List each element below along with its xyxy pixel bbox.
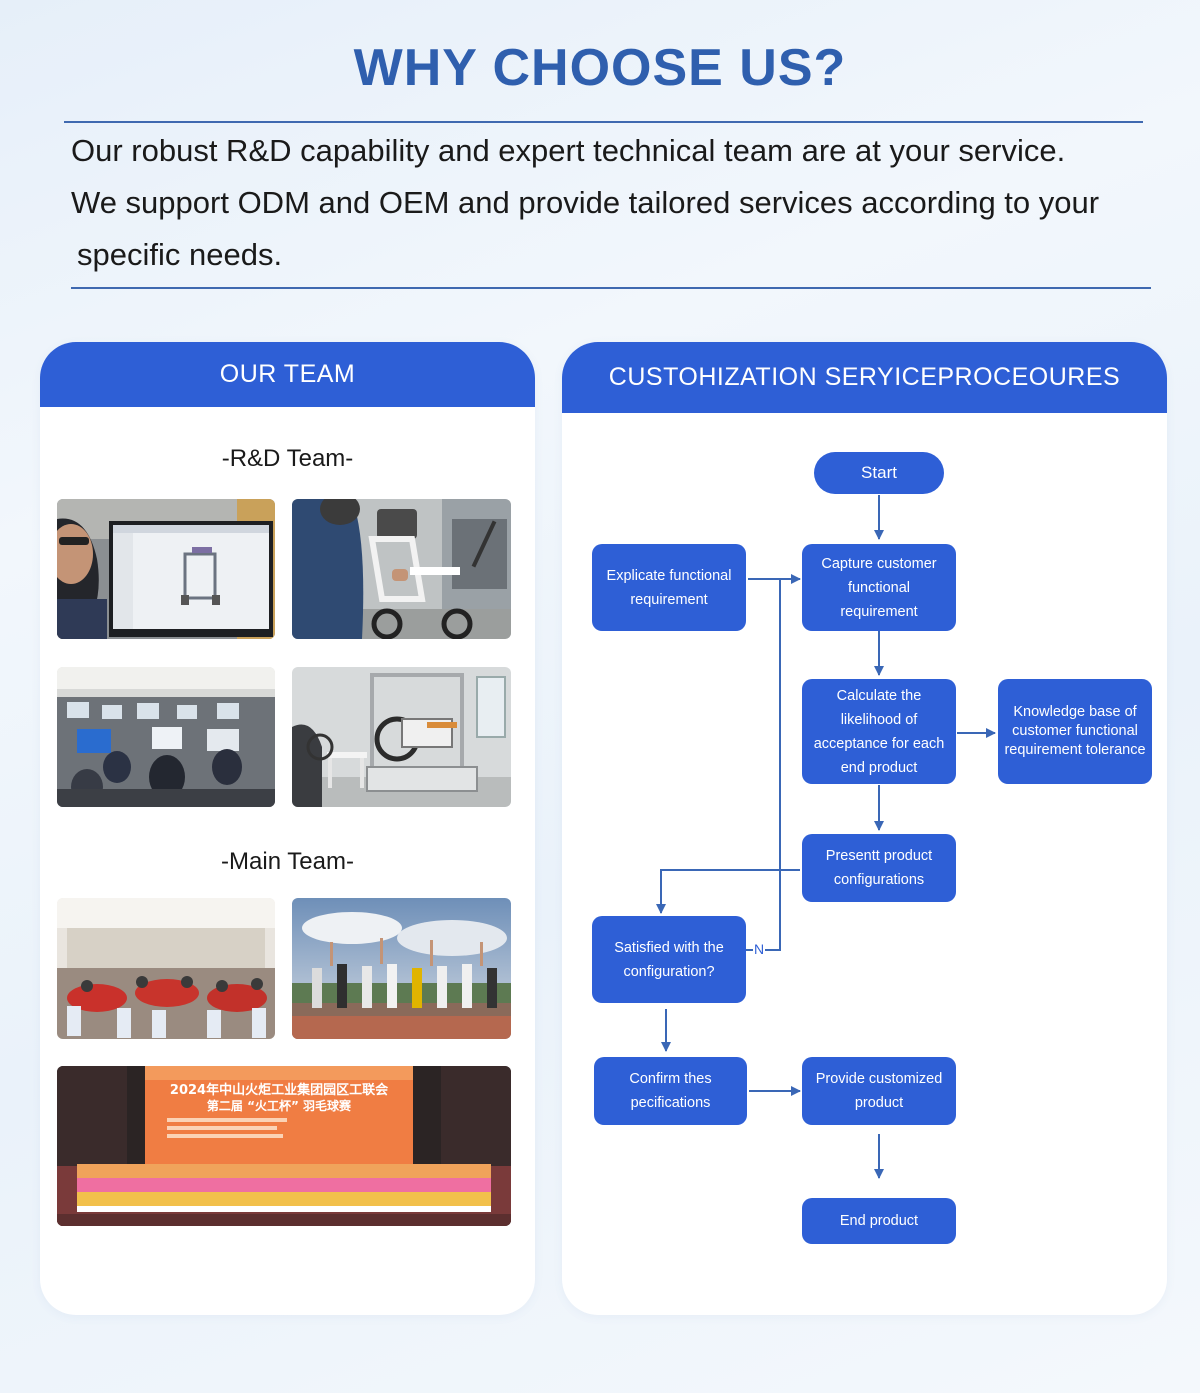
banner-title-line-1: 2024年中山火炬工业集团园区工联会 xyxy=(170,1082,389,1098)
bottom-divider xyxy=(71,287,1151,289)
main-photo-outdoor xyxy=(292,898,511,1039)
flow-node-knowledge: Knowledge base of customer functional re… xyxy=(998,679,1152,784)
customization-panel: CUSTOHIZATION SERYICEPROCEOURES N Start … xyxy=(562,342,1167,1315)
flow-node-capture: Capture customer functional requirement xyxy=(802,544,956,631)
intro-line-1: Our robust R&D capability and expert tec… xyxy=(71,133,1066,168)
flow-node-end: End product xyxy=(802,1198,956,1244)
flow-node-start: Start xyxy=(814,452,944,494)
flow-node-satisfied: Satisfied with the configuration? xyxy=(592,916,746,1003)
main-team-label: -Main Team- xyxy=(221,848,354,875)
flowchart-connectors xyxy=(656,495,996,1179)
main-photo-banquet xyxy=(57,898,275,1039)
no-branch-label: N xyxy=(753,941,766,957)
flow-node-explicate: Explicate functional requirement xyxy=(592,544,746,631)
rd-team-label: -R&D Team- xyxy=(221,445,354,472)
main-photo-group-event: 2024年中山火炬工业集团园区工联会 第二届 “火工杯” 羽毛球赛 xyxy=(57,1066,511,1226)
intro-line-3: specific needs. xyxy=(77,237,283,272)
flow-node-present: Presentt product configurations xyxy=(802,834,956,902)
customization-header: CUSTOHIZATION SERYICEPROCEOURES xyxy=(562,342,1167,413)
intro-line-2: We support ODM and OEM and provide tailo… xyxy=(71,185,1100,220)
rd-photo-office-room xyxy=(57,667,275,807)
flow-node-provide: Provide customized product xyxy=(802,1057,956,1125)
rd-photo-test-lab xyxy=(292,667,511,807)
rd-photo-cad-workstation xyxy=(57,499,275,639)
our-team-panel: OUR TEAM -R&D Team- xyxy=(40,342,535,1315)
our-team-header: OUR TEAM xyxy=(40,342,535,407)
flow-node-calculate: Calculate the likelihood of acceptance f… xyxy=(802,679,956,784)
top-divider xyxy=(64,121,1143,123)
flow-node-confirm: Confirm thes pecifications xyxy=(594,1057,747,1125)
banner-title-line-2: 第二届 “火工杯” 羽毛球赛 xyxy=(207,1098,352,1113)
page-title: WHY CHOOSE US? xyxy=(353,39,847,97)
rd-photo-rollator-testing xyxy=(292,499,511,639)
